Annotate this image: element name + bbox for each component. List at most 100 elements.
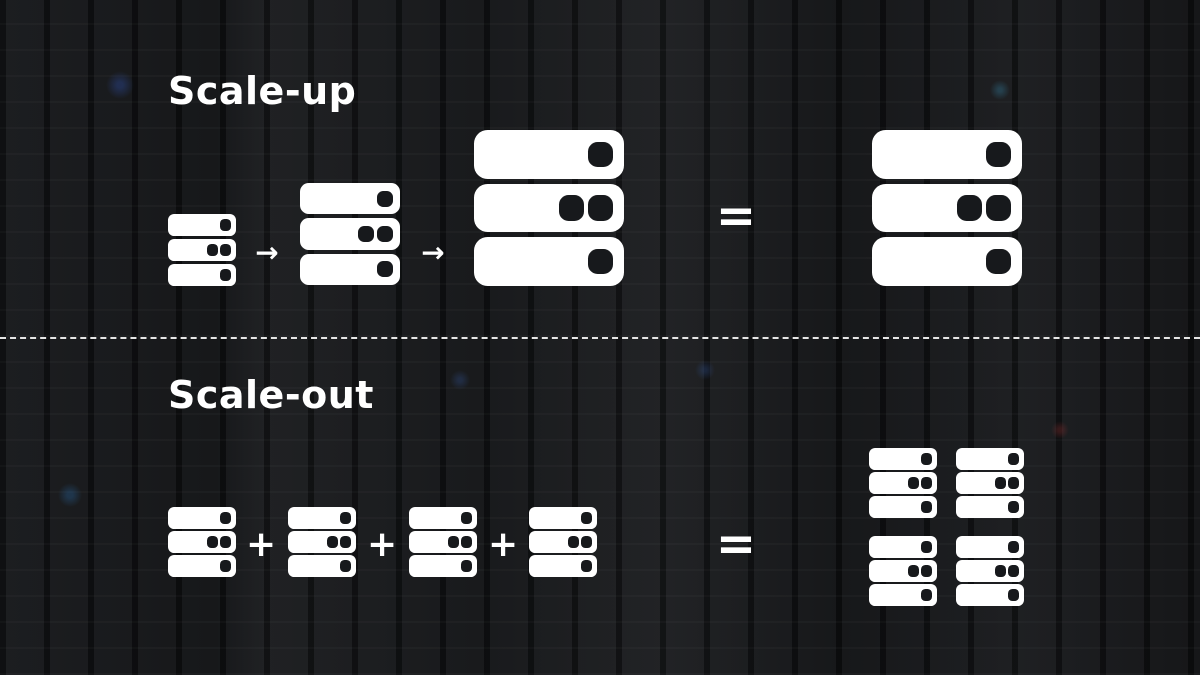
indicator-light [956,195,983,221]
indicator-light [339,560,352,572]
server-stack-icon [872,130,1022,286]
server-unit [168,239,236,261]
server-unit [872,237,1022,286]
indicator-light [920,541,933,553]
indicator-light [907,565,919,577]
indicator-light [460,536,473,548]
server-unit [168,507,236,529]
indicator-light [580,536,593,548]
indicator-light [920,453,933,465]
indicator-light [985,195,1012,221]
scale-out-title: Scale-out [168,373,374,417]
server-unit [288,555,356,577]
scale-up-title: Scale-up [168,69,357,113]
indicator-light [1007,565,1020,577]
indicator-light [206,244,218,256]
indicator-light [219,219,232,231]
indicator-light [567,536,579,548]
server-unit [474,183,624,233]
indicator-light [206,536,218,548]
indicator-light [920,589,933,601]
server-unit [300,183,400,215]
server-unit [869,496,937,518]
server-unit [956,496,1024,518]
indicator-light [558,195,585,221]
server-unit [529,507,597,529]
plus-icon: + [367,524,398,565]
indicator-light [994,477,1006,489]
indicator-light [326,536,338,548]
equals-icon: = [715,188,757,244]
server-unit [529,531,597,553]
server-stack-icon [869,448,937,518]
server-unit [288,531,356,553]
indicator-light [460,512,473,524]
server-stack-icon [956,536,1024,606]
server-unit [409,507,477,529]
server-unit [869,472,937,494]
indicator-light [580,560,593,572]
server-unit [288,507,356,529]
indicator-light [985,249,1012,275]
indicator-light [339,512,352,524]
server-stack-icon [474,130,624,286]
server-stack-icon [288,507,356,577]
indicator-light [1007,453,1020,465]
server-unit [474,130,624,179]
indicator-light [1007,501,1020,513]
server-unit [872,183,1022,233]
indicator-light [587,249,614,275]
server-unit [872,130,1022,179]
arrow-right-icon: → [421,236,445,269]
arrow-right-icon: → [255,236,279,269]
indicator-light [580,512,593,524]
indicator-light [587,141,614,167]
indicator-light [219,244,232,256]
server-unit [168,214,236,236]
server-unit [869,584,937,606]
indicator-light [376,190,394,207]
indicator-light [358,225,375,243]
server-unit [869,536,937,558]
server-unit [869,560,937,582]
indicator-light [994,565,1006,577]
server-stack-icon [956,448,1024,518]
indicator-light [920,477,933,489]
indicator-light [219,269,232,281]
server-unit [168,264,236,286]
indicator-light [219,560,232,572]
server-stack-icon [168,214,236,286]
equals-icon: = [715,516,757,572]
server-unit [168,555,236,577]
server-unit [300,253,400,285]
indicator-light [920,501,933,513]
indicator-light [219,512,232,524]
indicator-light [219,536,232,548]
server-unit [300,218,400,250]
server-stack-icon [529,507,597,577]
indicator-light [460,560,473,572]
indicator-light [587,195,614,221]
server-unit [956,536,1024,558]
server-unit [869,448,937,470]
indicator-light [985,141,1012,167]
plus-icon: + [488,524,519,565]
indicator-light [1007,541,1020,553]
indicator-light [920,565,933,577]
server-unit [409,531,477,553]
plus-icon: + [246,524,277,565]
indicator-light [907,477,919,489]
server-unit [956,448,1024,470]
server-unit [474,237,624,286]
server-stack-icon [869,536,937,606]
server-unit [168,531,236,553]
indicator-light [1007,477,1020,489]
server-unit [956,560,1024,582]
indicator-light [339,536,352,548]
section-divider [0,337,1200,339]
server-unit [529,555,597,577]
server-unit [409,555,477,577]
server-stack-icon [409,507,477,577]
server-unit [956,472,1024,494]
indicator-light [447,536,459,548]
